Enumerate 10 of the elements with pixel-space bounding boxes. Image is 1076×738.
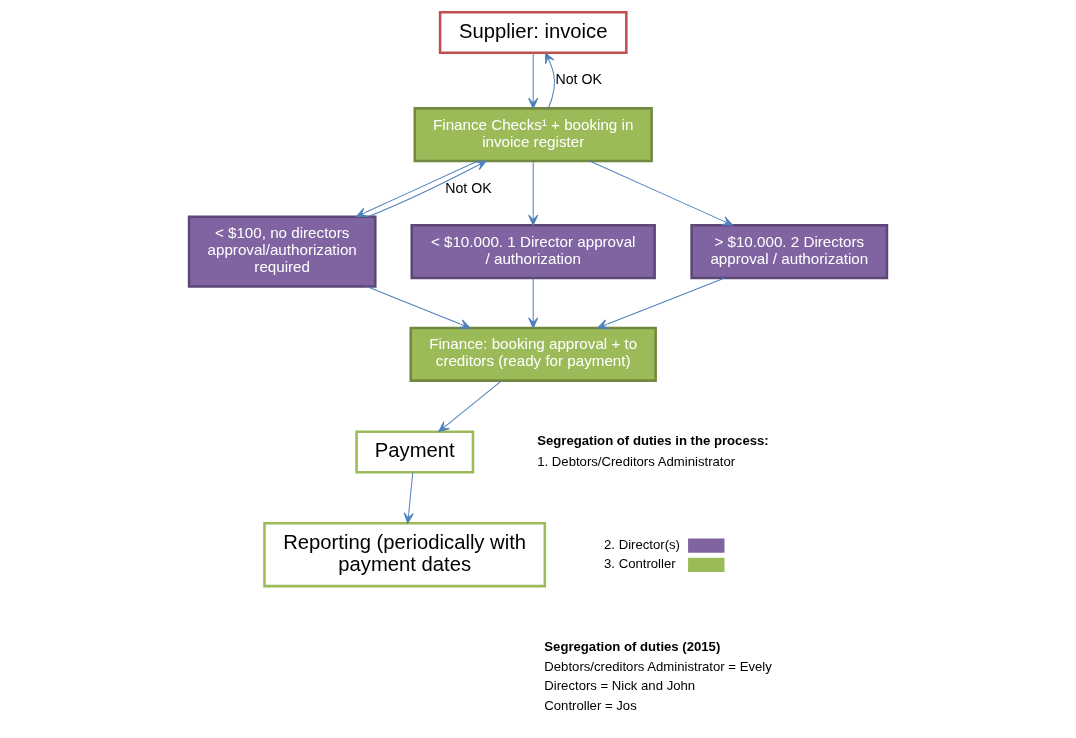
edge-label: Not OK — [445, 179, 492, 196]
label: Controller = Jos — [544, 697, 637, 713]
legend-label: 3. Controller — [604, 556, 676, 572]
label: Directors = Nick and John — [544, 678, 696, 694]
label: Segregation of duties (2015) — [544, 638, 721, 654]
legend-label: 2. Director(s) — [604, 537, 680, 553]
edge-label: Not OK — [555, 71, 602, 88]
label: Debtors/creditors Administrator = Evely — [544, 659, 772, 675]
label: Segregation of duties in the process: — [537, 433, 769, 449]
label: 1. Debtors/Creditors Administrator — [537, 453, 736, 469]
